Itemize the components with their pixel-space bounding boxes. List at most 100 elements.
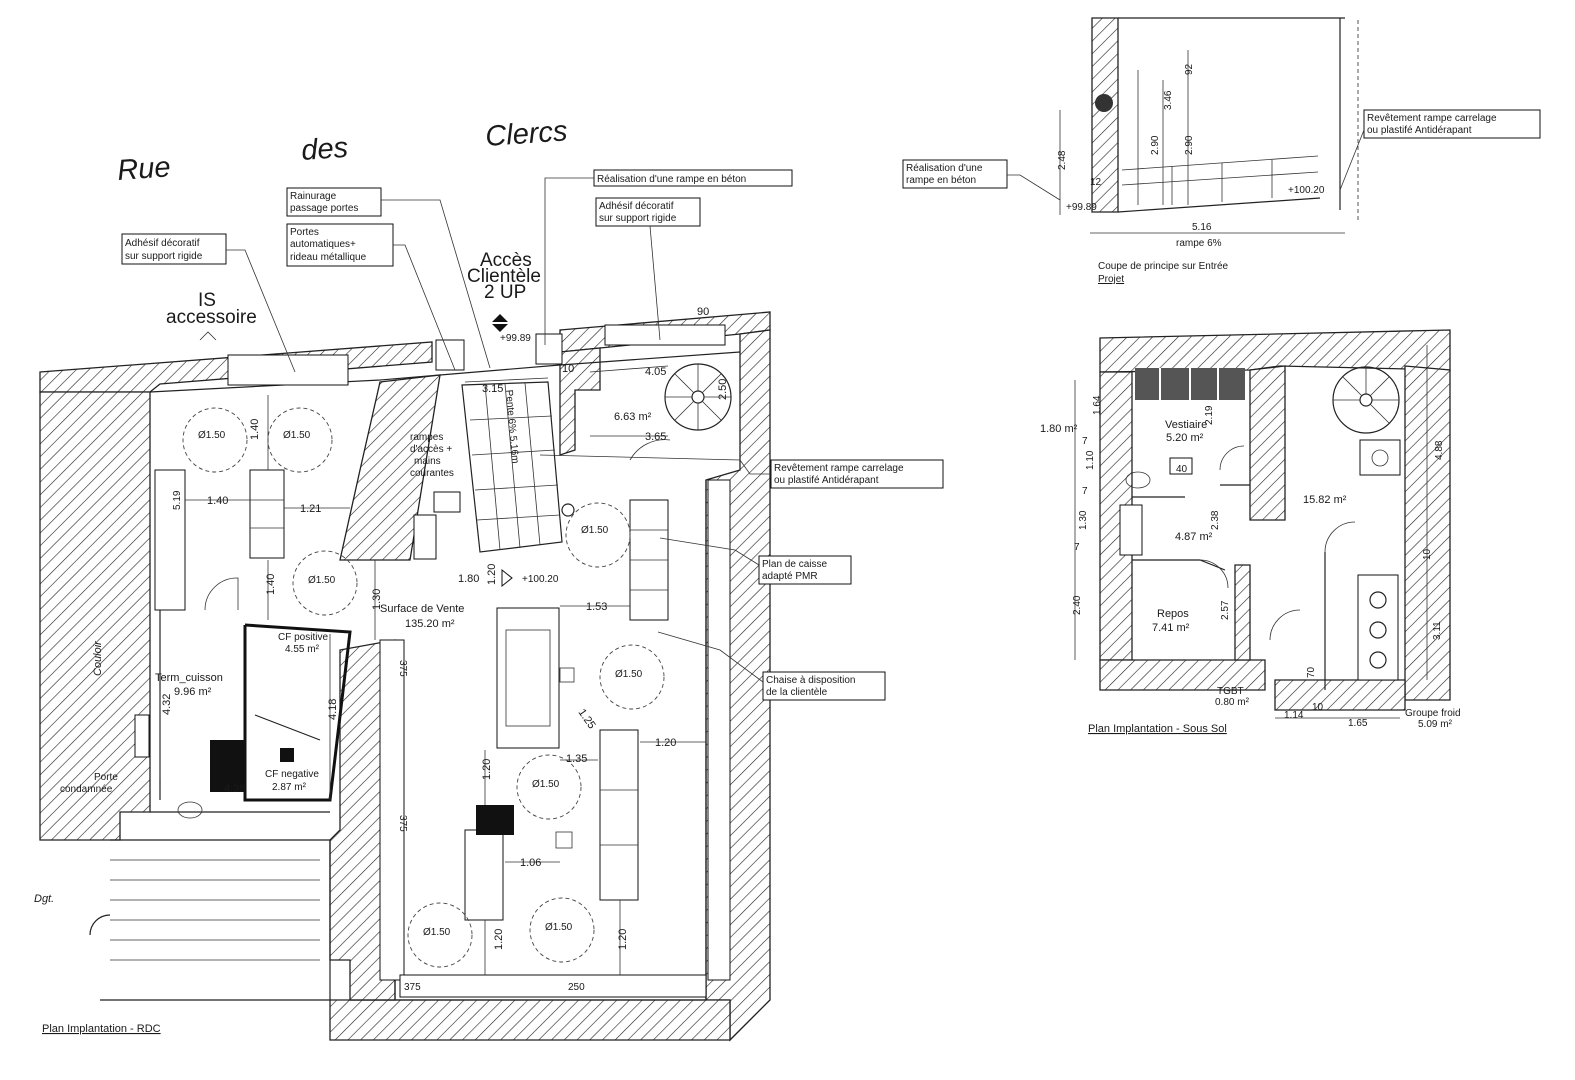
callout-text: Chaise à disposition [766,675,856,686]
dim-2-50: 2.50 [717,379,729,400]
arrow-up-icon [492,314,508,322]
term-cuisson-label: Term_cuisson [155,672,223,684]
dim-1-21: 1.21 [300,503,321,515]
turning-circle [292,550,358,616]
dim-250-b: 250 [568,982,585,993]
callout-text: automatiques+ [290,239,356,250]
entrance-ramp [461,381,563,553]
callout-text: Revêtement rampe carrelage [774,463,904,474]
ss-dim-7c: 7 [1074,542,1080,553]
callout-text: sur support rigide [125,251,203,262]
spiral-stair [664,363,732,431]
circle-label: Ø1.50 [545,922,573,933]
callout-portes-auto: Portes automatiques+ rideau métallique [286,223,456,371]
callout-rainurage: Rainurage passage portes [286,187,491,369]
surface-vente-area: 135.20 m² [405,618,455,630]
dim-4-05: 4.05 [645,366,666,378]
ss-dim-70: 70 [1306,666,1317,678]
dim-3-15: 3.15 [482,383,503,395]
central-gondola [496,607,560,749]
coupe-callout-rampe-beton: Réalisation d'une rampe en béton [902,159,1061,201]
coupe-h346: 3.46 [1163,90,1174,110]
display-screen [476,805,514,835]
turning-circle [182,407,248,473]
couloir-label: Couloir [92,640,104,676]
rdc-plan: Ø1.50 Ø1.50 Ø1.50 Ø1.50 Ø1.50 Ø1.50 Ø1.5… [34,169,944,1042]
circle-label: Ø1.50 [198,430,226,441]
ss-dim-240: 2.40 [1072,595,1083,615]
level-marker-icon [501,568,513,588]
arrow-down-icon [492,324,508,332]
turning-circles: Ø1.50 Ø1.50 Ø1.50 Ø1.50 Ø1.50 Ø1.50 Ø1.5… [182,407,665,968]
callout-text: de la clientèle [766,687,828,698]
dim-1-35: 1.35 [566,753,587,765]
coupe-rampe: rampe 6% [1176,238,1222,249]
callout-rampe-beton: Réalisation d'une rampe en béton [544,169,793,345]
dim-4-18: 4.18 [327,699,339,720]
vestiaire-area: 5.20 m² [1166,432,1204,444]
cf-negative-area: 2.87 m² [272,782,307,793]
dim-1-20-e: 1.20 [617,929,629,950]
bottom-wall [329,999,731,1041]
circle-label: Ø1.50 [308,575,336,586]
gondola-right [599,729,639,901]
equipment-small [280,748,294,762]
callout-text: Réalisation d'une rampe en béton [597,174,746,185]
callout-chaise: Chaise à disposition de la clientèle [657,631,886,701]
coupe-callout-revetement: Revêtement rampe carrelage ou plastifé A… [1339,109,1541,191]
toilet [1125,471,1151,489]
dim-5-19: 5.19 [172,490,183,510]
street-word-2: des [300,132,349,167]
callout-revetement: Revêtement rampe carrelage ou plastifé A… [539,454,944,489]
circle-label: Ø1.50 [423,927,451,938]
shower [1119,504,1143,556]
stair-wall [559,347,601,456]
dim-375-c: 375 [404,982,421,993]
circle-label: Ø1.50 [615,669,643,680]
callout-text: Rainurage [290,191,337,202]
tgbt-label: TGBT [1217,686,1244,697]
wall-shelf-bottom [399,974,707,998]
coupe-length: 5.16 [1192,222,1212,233]
rampes-acces-line-3: mains [414,456,441,467]
ss-spiral-stair [1332,366,1400,434]
rampes-acces-line-2: d'accès + [410,444,452,455]
circle-label: Ø1.50 [283,430,311,441]
ss-dim-488: 4.88 [1434,440,1445,460]
dgt-label: Dgt. [34,893,54,905]
is-accessoire-line-2: accessoire [166,307,257,328]
acces-line-3: 2 UP [484,282,526,303]
ss-dim-257: 2.57 [1220,600,1231,620]
ss-dim-114: 1.14 [1284,710,1304,721]
stair-bottom-left [89,839,331,1001]
is-accessoire-line-1: IS [198,290,216,311]
dim-3-65: 3.65 [645,431,666,443]
callout-text: rideau métallique [290,252,367,263]
room-area-180: 1.80 m² [1040,423,1078,435]
facade-vitrine-right [604,324,726,346]
circle-label: Ø1.50 [532,779,560,790]
ss-bottom-wall [1099,659,1266,691]
callout-text: Portes [290,227,319,238]
turning-circle [516,754,582,820]
dim-375-a: 375 [397,660,408,677]
rampes-acces-line-4: courantes [410,468,454,479]
ss-dim-238: 2.38 [1210,510,1221,530]
street-word-1: Rue [116,151,171,187]
level-entry: +99.89 [500,333,531,344]
callout-text: Adhésif décoratif [599,201,674,212]
ss-dim-7a: 7 [1082,436,1088,447]
gondola-1 [249,469,285,559]
wall-shelf-left [154,469,186,611]
pipe-icon [1095,94,1113,112]
callout-text: ou plastifé Antidérapant [1367,125,1472,136]
dim-10: 10 [562,363,574,375]
callout-text: adapté PMR [762,571,818,582]
dim-1-40-v2: 1.40 [265,574,277,595]
dim-90: 90 [697,306,709,318]
wall-shelf-right [707,479,731,981]
street-name: Rue des Clercs [116,115,568,187]
rdc-title: Plan Implantation - RDC [42,1023,161,1035]
callout-text: Plan de caisse [762,559,827,570]
dim-1-20-b: 1.20 [655,737,676,749]
